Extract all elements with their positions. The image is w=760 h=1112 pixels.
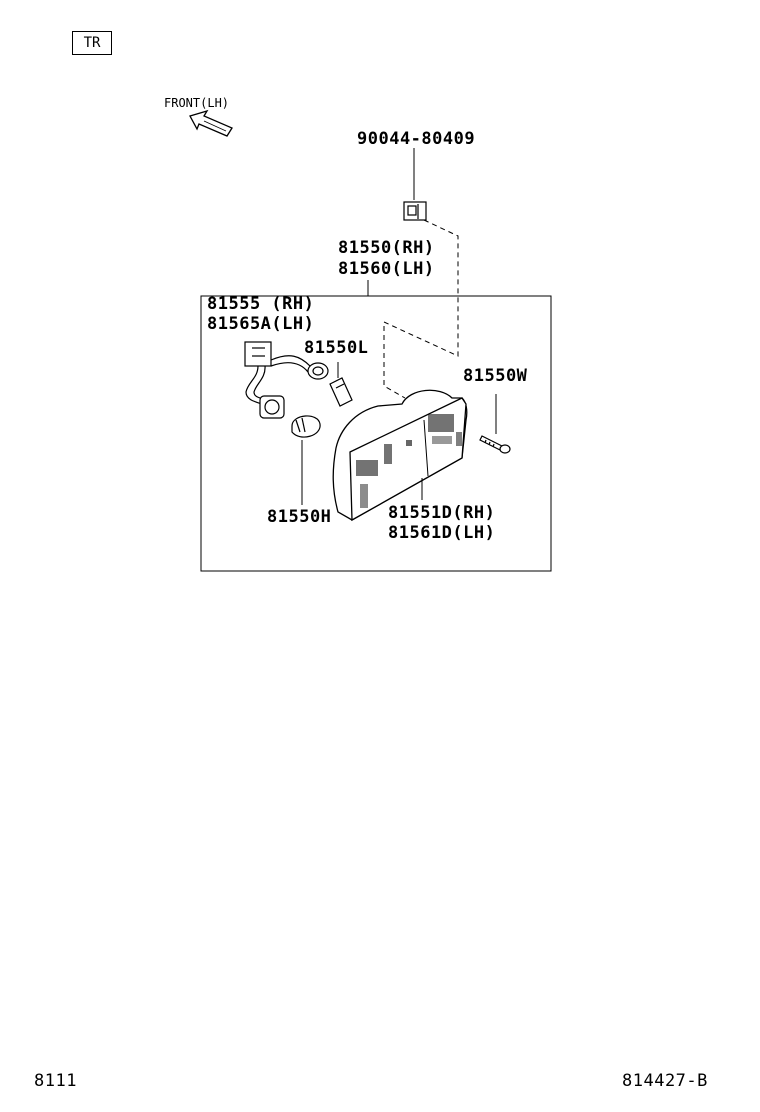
illustration-code: 814427-B bbox=[622, 1071, 708, 1091]
assembly-lh-part-number: 81560(LH) bbox=[338, 259, 435, 279]
clip-dashed-path bbox=[383, 219, 459, 399]
clip-icon bbox=[403, 201, 427, 221]
lens-lh-part-number: 81561D(LH) bbox=[388, 523, 496, 543]
assembly-rh-part-number: 81550(RH) bbox=[338, 238, 435, 258]
front-arrow-icon bbox=[189, 109, 233, 137]
lens-rh-part-number: 81551D(RH) bbox=[388, 503, 496, 523]
lamp-housing-icon bbox=[332, 389, 468, 522]
socket-lh-part-number: 81565A(LH) bbox=[207, 314, 315, 334]
socket-icon bbox=[244, 341, 329, 419]
socket-rh-part-number: 81555 (RH) bbox=[207, 294, 315, 314]
main-bulb-icon bbox=[291, 415, 321, 438]
screw-icon bbox=[479, 435, 511, 454]
main-bulb-part-number: 81550H bbox=[267, 507, 332, 527]
small-bulb-icon bbox=[329, 377, 353, 407]
clip-part-number: 90044-80409 bbox=[357, 129, 476, 149]
screw-part-number: 81550W bbox=[463, 366, 528, 386]
region-tag: TR bbox=[72, 31, 112, 55]
page-code: 8111 bbox=[34, 1071, 77, 1091]
assembly-box bbox=[200, 295, 552, 572]
front-direction-label: FRONT(LH) bbox=[164, 96, 230, 110]
small-bulb-part-number: 81550L bbox=[304, 338, 369, 358]
